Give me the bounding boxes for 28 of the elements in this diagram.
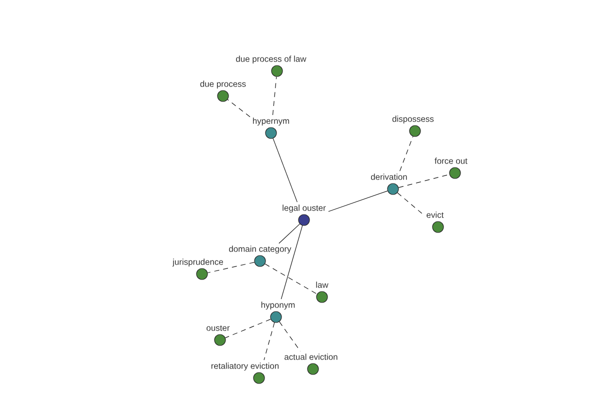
connector-line (398, 174, 450, 188)
node-label: domain category (229, 246, 292, 254)
connector-line (328, 190, 388, 212)
connector-line (278, 224, 300, 244)
node-label: force out (434, 158, 468, 164)
connector-line (207, 262, 255, 274)
node-label: law (316, 282, 328, 288)
connector-line (400, 136, 414, 172)
connector-line (264, 264, 318, 294)
node-label: due process of law (236, 56, 306, 64)
node-label: ouster (206, 325, 230, 331)
connector-line (227, 99, 250, 118)
node-label: hyponym (261, 302, 295, 310)
node-label: derivation (371, 174, 407, 180)
connector-line (264, 322, 275, 360)
node-label: evict (426, 212, 444, 218)
node-label: hypernym (253, 118, 290, 126)
node-label: retaliatory eviction (211, 362, 279, 371)
connector-line (272, 76, 277, 116)
node-label: dispossess (392, 116, 434, 124)
node-label: legal ouster (282, 204, 326, 213)
connector-line (272, 138, 298, 202)
node-label: due process (200, 80, 246, 89)
connector-line (225, 318, 271, 338)
connector-line (397, 192, 424, 216)
node-label: jurisprudence (172, 258, 224, 267)
connector-line (280, 225, 303, 300)
node-label: actual eviction (284, 354, 338, 360)
